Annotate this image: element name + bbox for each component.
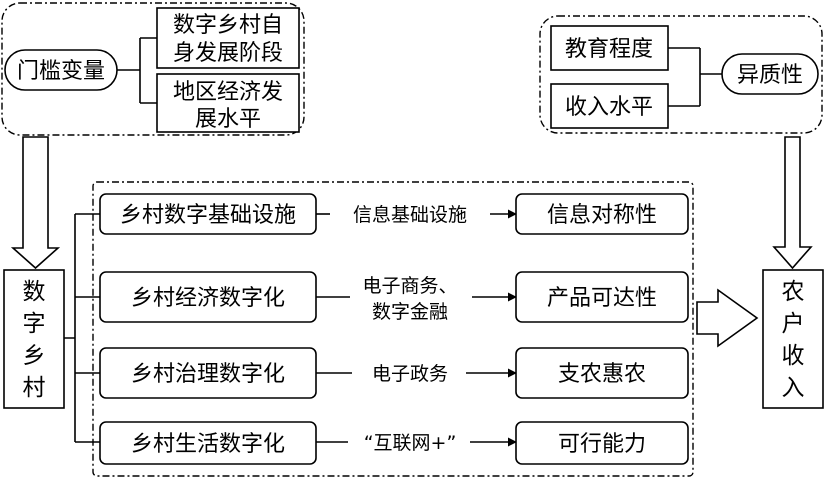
effect-label: 信息对称性 [547, 203, 657, 228]
heterogeneity-box [721, 53, 819, 95]
heterogeneity-item-income-box [550, 83, 669, 129]
farmer-income-char: 收 [782, 343, 805, 369]
threshold-group-frame [1, 2, 305, 136]
channel-label: 信息基础设施 [353, 204, 467, 226]
dimension-label: 乡村治理数字化 [131, 362, 285, 387]
channel-label: 数字金融 [372, 301, 448, 323]
threshold-item-economy-line1: 地区经济发 [173, 80, 283, 105]
effect-label: 产品可达性 [547, 286, 657, 311]
digital-village-box [3, 269, 65, 409]
threshold-bracket-connector [117, 37, 157, 104]
heterogeneity-item-education-label: 教育程度 [565, 37, 653, 62]
effect-label: 支农惠农 [558, 362, 646, 387]
digital-village-char: 乡 [23, 343, 46, 369]
channel-label: “互联网+” [364, 432, 457, 454]
farmer-income-char: 户 [782, 311, 805, 337]
threshold-item-economy-line2: 展水平 [195, 107, 261, 132]
farmer-income-char: 入 [782, 375, 805, 401]
mechanism-group-frame [92, 181, 694, 477]
threshold-item-economy-box [156, 73, 300, 133]
threshold-variable-label: 门槛变量 [17, 59, 105, 84]
farmer-income-box [762, 269, 824, 409]
effect-box-feasible-capability [515, 421, 689, 465]
dimension-box-life [99, 421, 317, 465]
dimension-label: 乡村数字基础设施 [120, 203, 296, 228]
threshold-item-stage-box [156, 7, 300, 69]
dimension-label: 乡村经济数字化 [131, 286, 285, 311]
digital-village-char: 字 [23, 311, 46, 337]
effect-box-product-accessibility [515, 271, 689, 323]
heterogeneity-group-frame [539, 15, 823, 134]
channel-label: 电子政务 [372, 363, 448, 385]
effect-box-agricultural-support [515, 347, 689, 399]
effect-box-information-symmetry [515, 193, 689, 235]
digital-village-char: 数 [23, 279, 46, 305]
heterogeneity-label: 异质性 [737, 63, 803, 88]
threshold-item-stage-line1: 数字乡村自 [173, 13, 283, 38]
threshold-item-stage-line2: 身发展阶段 [173, 41, 283, 66]
effect-label: 可行能力 [558, 432, 646, 457]
heterogeneity-bracket-connector [668, 47, 722, 107]
dimension-label: 乡村生活数字化 [131, 432, 285, 457]
farmer-income-char: 农 [782, 279, 805, 305]
core-branch-connector [64, 213, 100, 443]
heterogeneity-item-income-label: 收入水平 [565, 95, 653, 120]
heterogeneity-to-outcome-arrow [772, 136, 813, 270]
channel-label: 电子商务、 [362, 275, 457, 297]
threshold-to-core-arrow [10, 136, 61, 270]
mechanisms-to-outcome-arrow [696, 288, 759, 348]
digital-village-char: 村 [23, 375, 46, 401]
